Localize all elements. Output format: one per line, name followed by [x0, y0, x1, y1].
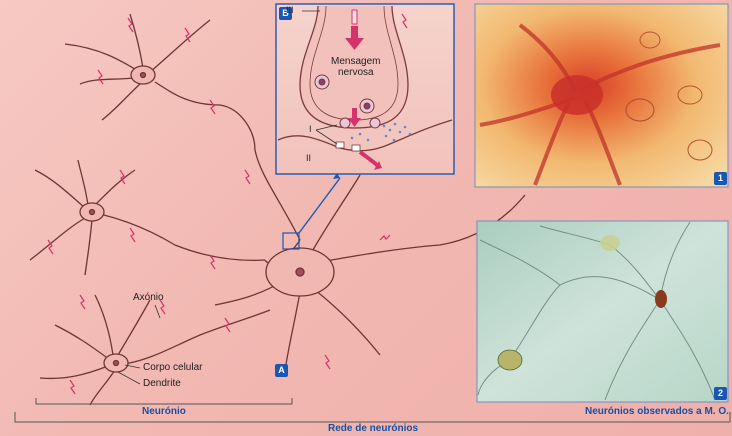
bracket-neuronio-label: Neurónio — [142, 406, 186, 417]
zoom-marker — [282, 232, 300, 250]
brackets — [14, 398, 731, 423]
inset-mensagem-line2: nervosa — [338, 67, 374, 78]
photo-1-number: 1 — [714, 172, 727, 185]
label-dendrite: Dendrite — [143, 378, 181, 389]
label-corpo-celular: Corpo celular — [143, 362, 203, 373]
neuron-middle-left — [29, 159, 266, 276]
bracket-rede — [14, 412, 731, 423]
inset-label-ii: II — [306, 153, 312, 163]
impulse-arrows — [47, 11, 396, 395]
label-leaders — [117, 304, 161, 385]
neuron-network — [29, 13, 526, 406]
photo-2-neuron-network-micrograph — [476, 220, 729, 403]
inset-synapse — [275, 3, 455, 175]
neuron-bottom-left — [39, 294, 271, 406]
photo-1-neuron-micrograph — [474, 3, 729, 188]
badge-a: A — [275, 364, 288, 377]
label-axonio: Axónio — [133, 292, 164, 303]
inset-mensagem-line1: Mensagem — [331, 56, 381, 67]
bracket-neuronio — [35, 398, 293, 405]
badge-b: B — [279, 7, 292, 20]
photo-2-number: 2 — [714, 387, 727, 400]
neuron-top-left — [64, 13, 301, 241]
bracket-rede-label: Rede de neurónios — [328, 423, 419, 434]
neuron-central — [214, 174, 526, 371]
inset-label-i: I — [309, 124, 312, 134]
inset-label-iii: III — [286, 5, 294, 15]
photos-caption: Neurónios observados a M. O. — [585, 406, 729, 417]
zoom-connector — [298, 177, 341, 234]
